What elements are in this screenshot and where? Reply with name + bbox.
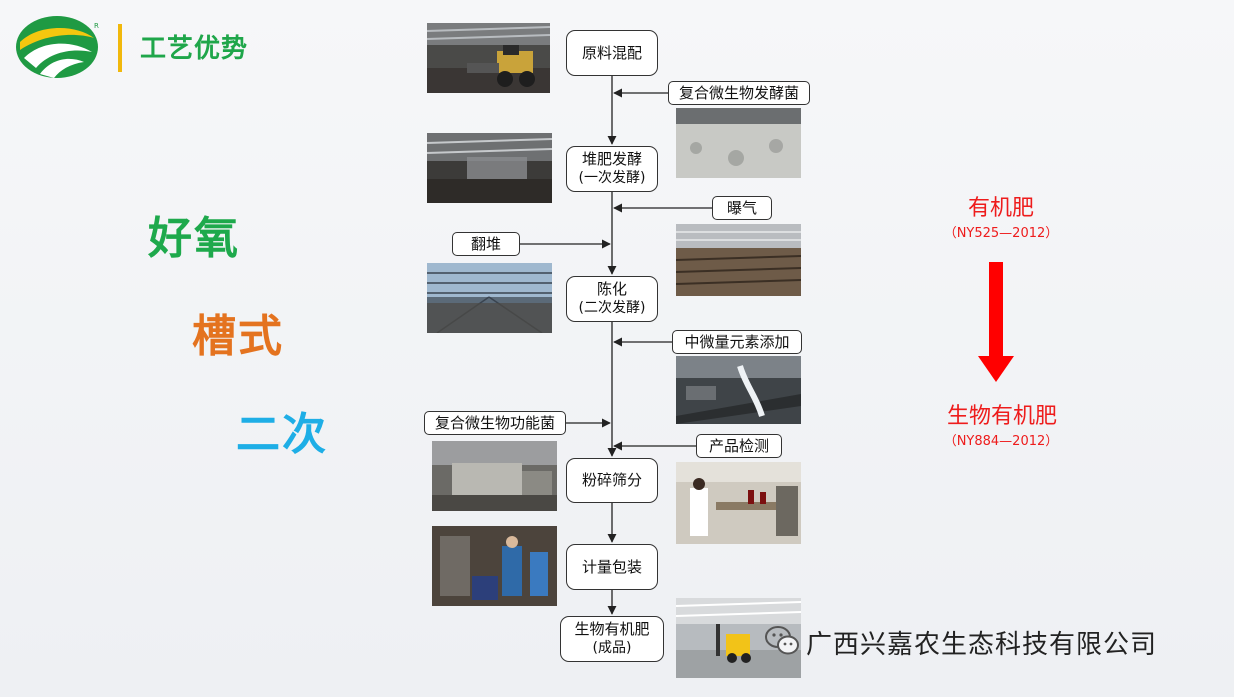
- photo-lab-testing: [676, 462, 801, 544]
- step-label: 生物有机肥: [574, 620, 650, 638]
- step-label: 粉碎筛分: [581, 471, 642, 489]
- input-turning: 翻堆: [452, 232, 520, 256]
- step-crushing-screening: 粉碎筛分: [566, 458, 658, 503]
- output-organic-standard: （NY525—2012）: [943, 226, 1059, 241]
- input-functional-bacteria: 复合微生物功能菌: [424, 411, 566, 435]
- input-aeration: 曝气: [712, 196, 772, 220]
- photo-loader: [427, 23, 550, 93]
- photo-warehouse-forklift: [676, 598, 801, 678]
- step-metering-packaging: 计量包装: [566, 544, 658, 590]
- company-logo: [16, 16, 98, 78]
- step-sublabel: (二次发酵): [578, 300, 646, 316]
- step-label: 计量包装: [581, 557, 642, 576]
- step-sublabel: (一次发酵): [578, 170, 646, 186]
- output-bio-organic-standard: （NY884—2012）: [943, 434, 1059, 449]
- step-label: 陈化: [596, 280, 627, 298]
- photo-fermentation-pile: [676, 108, 801, 178]
- output-bio-organic-fertilizer: 生物有机肥: [946, 404, 1057, 429]
- step-label: 原料混配: [581, 43, 642, 62]
- photo-conveyor-mixing: [676, 356, 801, 424]
- down-arrow-icon: [978, 262, 1014, 382]
- company-name: 广西兴嘉农生态科技有限公司: [806, 630, 1158, 660]
- sideword-trough: 槽式: [192, 311, 284, 362]
- title-divider: [118, 24, 122, 72]
- output-organic-fertilizer: 有机肥: [967, 196, 1034, 221]
- photo-fermentation-hall: [427, 133, 552, 203]
- registered-mark: R: [94, 22, 99, 30]
- step-compost-fermentation: 堆肥发酵 (一次发酵): [566, 146, 658, 192]
- step-bio-organic-fertilizer: 生物有机肥 (成品): [560, 616, 664, 662]
- input-trace-elements: 中微量元素添加: [672, 330, 802, 354]
- step-aging: 陈化 (二次发酵): [566, 276, 658, 322]
- photo-greenhouse-trough: [427, 263, 552, 333]
- step-raw-material-mixing: 原料混配: [566, 30, 658, 76]
- step-label: 堆肥发酵: [581, 150, 642, 168]
- photo-screening-machine: [432, 441, 557, 511]
- sideword-aerobic: 好氧: [148, 213, 240, 264]
- wechat-icon: [765, 626, 799, 655]
- page-title: 工艺优势: [140, 34, 249, 64]
- photo-aeration-trough: [676, 224, 801, 296]
- photo-packaging-workers: [432, 526, 557, 606]
- sideword-secondary: 二次: [236, 409, 328, 460]
- step-sublabel: (成品): [592, 640, 632, 656]
- input-product-testing: 产品检测: [696, 434, 782, 458]
- input-fermentation-bacteria: 复合微生物发酵菌: [668, 81, 810, 105]
